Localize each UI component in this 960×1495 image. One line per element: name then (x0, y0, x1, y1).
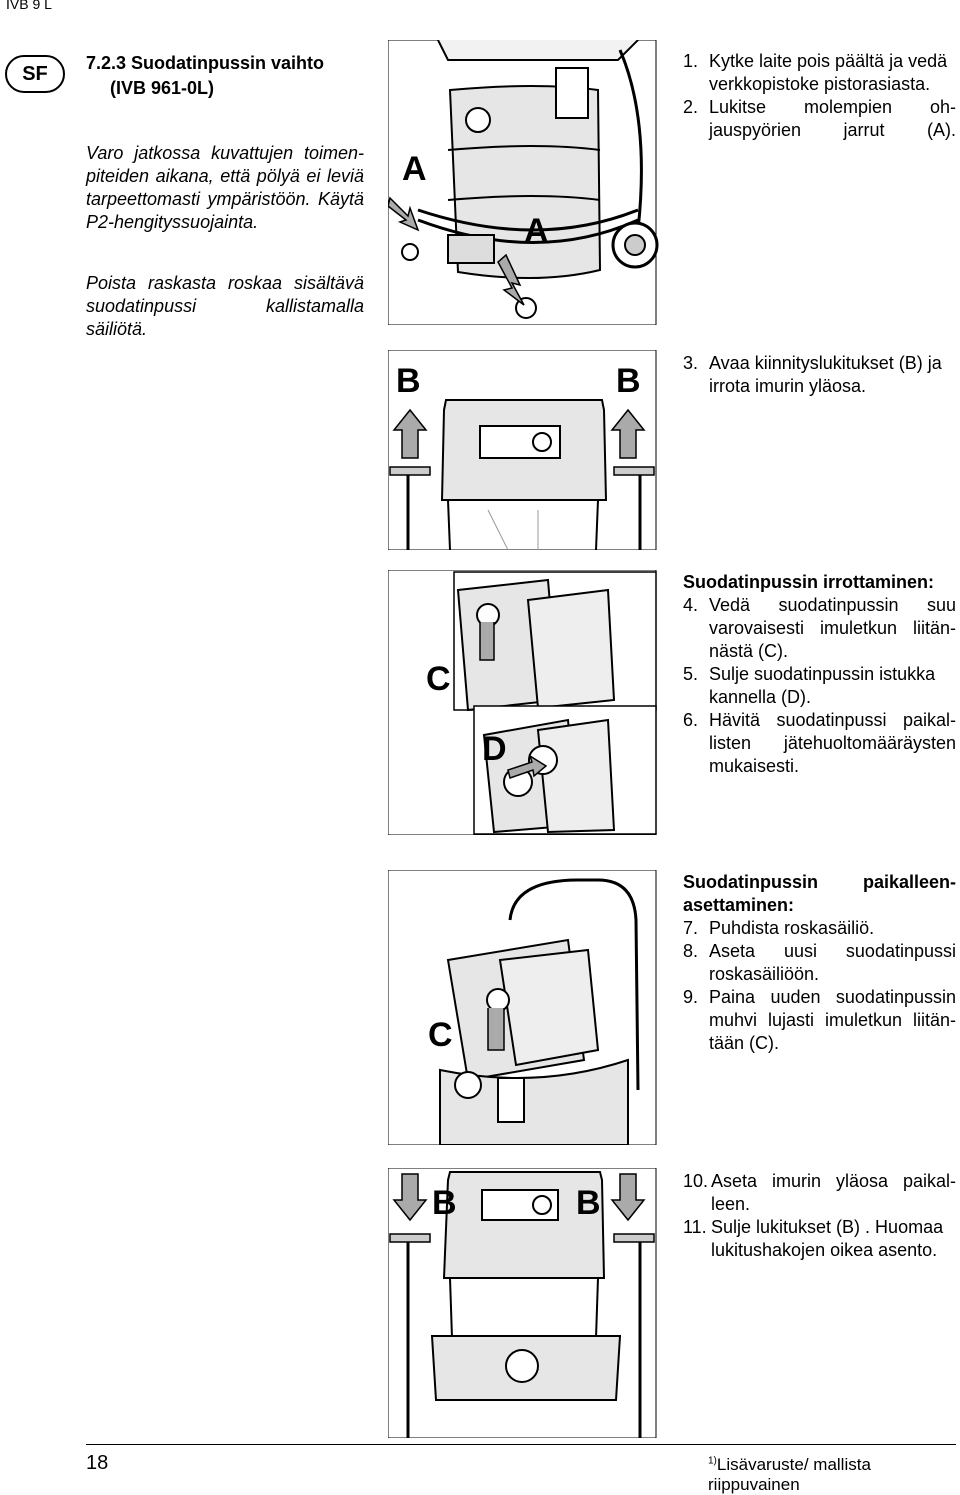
step-line: Sulje lukitukset (B) . Huomaa (711, 1217, 944, 1237)
step-line: leen. (711, 1194, 751, 1214)
step-5: 5. Sulje suodatinpussin istukka kannella… (683, 663, 956, 709)
warning-line: piteiden aikana, että pölyä ei leviä (86, 166, 364, 186)
step-4: 4. Vedä suodatinpussin suu varovaisesti … (683, 594, 956, 663)
step-number: 1. (683, 51, 699, 71)
up-arrow-icon (392, 408, 428, 459)
figure-bag-removal: C D (387, 569, 660, 836)
vacuum-top-illustration (387, 349, 657, 551)
figure-bag-install: C (387, 869, 660, 1146)
down-arrow-icon (387, 196, 420, 232)
step-number: 5. (683, 664, 699, 684)
step-line: tään (C). (709, 1033, 780, 1053)
label-b: B (396, 362, 421, 400)
figure-brakes: A A (387, 39, 660, 326)
step-10: 10. Aseta imurin yläosa paikal- leen. (683, 1170, 956, 1216)
install-heading-line: asettaminen: (683, 895, 795, 915)
vacuum-refit-illustration (387, 1167, 657, 1439)
step-line: Hävitä suodatinpussi paikal- (709, 710, 956, 730)
step-9: 9. Paina uuden suodatinpussin muhvi luja… (683, 986, 956, 1055)
step-number: 9. (683, 987, 699, 1007)
step-line: nästä (C). (709, 641, 789, 661)
slide-arrow-icon (487, 1008, 505, 1051)
step-number: 8. (683, 941, 699, 961)
note-text: Poista raskasta roskaa sisältävä suodati… (86, 272, 364, 341)
language-badge: SF (5, 55, 65, 93)
step-number: 3. (683, 353, 699, 373)
down-arrow-icon (497, 253, 525, 306)
step-number: 4. (683, 595, 699, 615)
install-heading-line: Suodatinpussin paikalleen- (683, 872, 956, 892)
footnote-mark: 1) (708, 1455, 717, 1467)
step-number: 7. (683, 918, 699, 938)
step-3: 3. Avaa kiinnityslukitukset (B) ja irrot… (683, 352, 956, 398)
step-line: Sulje suodatinpussin istukka (709, 664, 936, 684)
label-d: D (482, 730, 507, 768)
step-line: Lukitse molempien oh- (709, 97, 956, 117)
step-2: 2. Lukitse molempien oh- jauspyörien jar… (683, 96, 956, 142)
warning-text: Varo jatkossa kuvattujen toimen- piteide… (86, 142, 364, 234)
step-line: Aseta imurin yläosa paikal- (711, 1171, 956, 1191)
step-7: 7. Puhdista roskasäiliö. (683, 917, 956, 940)
label-b: B (576, 1184, 601, 1222)
footnote: 1)Lisävaruste/ mallista riippuvainen (708, 1455, 960, 1495)
step-line: kannella (D). (709, 687, 812, 707)
step-number: 2. (683, 97, 699, 117)
note-line: suodatinpussi kallistamalla säiliötä. (86, 296, 364, 339)
push-arrow-icon (507, 754, 548, 779)
step-line: muhvi lujasti imuletkun liitän- (709, 1010, 956, 1030)
step-line: listen jätehuoltomääräysten (709, 733, 956, 753)
step-line: Puhdista roskasäiliö. (709, 918, 875, 938)
warning-line: tarpeettomasti ympäristöön. Käytä (86, 189, 364, 209)
page-number: 18 (86, 1452, 109, 1474)
up-arrow-icon (610, 408, 646, 459)
step-line: roskasäiliöön. (709, 964, 820, 984)
vacuum-brakes-illustration (387, 39, 660, 326)
removal-heading: Suodatinpussin irrottaminen: (683, 572, 935, 592)
step-line: verkkopistoke pistorasiasta. (709, 74, 931, 94)
running-head: IVB 9 L (6, 0, 52, 12)
step-11: 11. Sulje lukitukset (B) . Huomaa lukitu… (683, 1216, 956, 1262)
filter-bag-install-illustration (387, 869, 657, 1146)
step-line: Avaa kiinnityslukitukset (B) ja (709, 353, 942, 373)
step-line: Kytke laite pois päältä ja vedä (709, 51, 948, 71)
warning-line: P2-hengityssuojainta. (86, 212, 259, 232)
section-subtitle: (IVB 961-0L) (110, 78, 215, 98)
label-a: A (402, 150, 427, 188)
footer-rule (86, 1444, 956, 1445)
install-heading: Suodatinpussin paikalleen- asettaminen: (683, 871, 956, 917)
label-c: C (428, 1016, 453, 1054)
section-title: 7.2.3 Suodatinpussin vaihto (86, 53, 325, 73)
note-line: Poista raskasta roskaa sisältävä (86, 273, 364, 293)
label-b: B (432, 1184, 457, 1222)
step-number: 10. (683, 1171, 709, 1191)
label-c: C (426, 660, 451, 698)
warning-line: Varo jatkossa kuvattujen toimen- (86, 143, 364, 163)
step-line: varovaisesti imuletkun liitän- (709, 618, 956, 638)
step-line: Vedä suodatinpussin suu (709, 595, 956, 615)
step-8: 8. Aseta uusi suodatinpussi roskasäiliöö… (683, 940, 956, 986)
figure-top-removal: B B (387, 349, 660, 551)
slide-arrow-icon (479, 622, 495, 661)
step-line: lukitushakojen oikea asento. (711, 1240, 938, 1260)
step-line: jauspyörien jarrut (A). (709, 120, 956, 140)
step-line: mukaisesti. (709, 756, 800, 776)
step-number: 11. (683, 1217, 707, 1237)
step-number: 6. (683, 710, 699, 730)
step-line: Paina uuden suodatinpussin (709, 987, 956, 1007)
step-6: 6. Hävitä suodatinpussi paikal- listen j… (683, 709, 956, 778)
step-line: Aseta uusi suodatinpussi (709, 941, 956, 961)
filter-bag-removal-illustration (387, 569, 657, 836)
step-1: 1. Kytke laite pois päältä ja vedä verkk… (683, 50, 956, 96)
step-line: irrota imurin yläosa. (709, 376, 867, 396)
down-arrow-icon (392, 1173, 428, 1222)
down-arrow-icon (610, 1173, 646, 1222)
label-a: A (524, 212, 549, 250)
label-b: B (616, 362, 641, 400)
figure-top-refit: B B (387, 1167, 660, 1439)
footnote-text: Lisävaruste/ mallista riippuvainen (708, 1455, 871, 1494)
